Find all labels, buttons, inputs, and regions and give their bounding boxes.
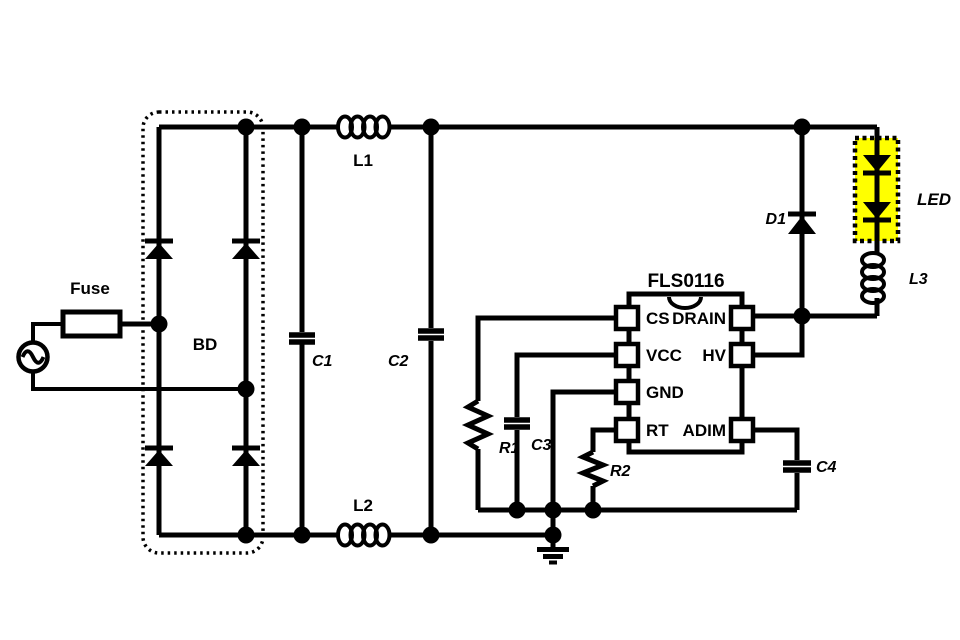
ic-notch-icon [667,296,703,310]
pin-cs-label: CS [646,309,670,328]
rt-wire [590,427,616,452]
inductor-l2-icon [336,522,392,548]
capacitor-c1-icon [289,332,315,345]
bridge-diode-lower-right-icon [232,445,260,466]
ac-source [16,322,246,391]
pin-hv-label: HV [702,346,726,365]
adim-network: C4 [753,427,837,510]
drain-node [753,313,877,358]
capacitor-c4-icon [783,460,811,473]
capacitor-c3-label: C3 [531,437,552,454]
ic-body [626,291,745,455]
resistor-r1-label: R1 [499,440,520,457]
adim-wire [753,427,800,460]
capacitor-c1-label: C1 [312,353,333,370]
capacitor-c2-label: C2 [388,353,409,370]
capacitor-c3-icon [504,417,530,430]
inductor-l3-label: L3 [909,271,928,288]
inductor-l1-icon [336,114,392,140]
pin-vcc [613,341,641,369]
led-diode-1-icon [863,155,891,176]
rt-network: R2 [576,427,631,510]
pin-rt [613,416,641,444]
capacitor-c1: C1 [289,127,333,535]
bridge-label: BD [193,335,218,354]
capacitor-c2-icon [418,328,444,341]
bridge-diode-upper-left-icon [145,238,173,259]
ic-fls0116: FLS0116 CS VCC GND RT DRAIN HV ADIM [613,271,756,455]
pin-cs [613,304,641,332]
pin-drain-label: DRAIN [672,309,726,328]
diode-d1: D1 [766,127,816,316]
inductor-l2-label: L2 [353,496,373,515]
resistor-r2-icon [576,449,610,489]
gnd-network [537,389,616,565]
bridge-diode-upper-right-icon [232,238,260,259]
led-branch: LED L3 [852,127,951,316]
vcc-wire [514,352,616,417]
ac-bottom-lead [31,371,246,391]
bridge-diode-lower-left-icon [145,445,173,466]
pin-adim [728,416,756,444]
capacitor-c4-label: C4 [816,459,837,476]
sine-wave-icon [20,349,46,365]
pin-adim-label: ADIM [683,421,726,440]
diode-d1-icon [788,211,816,234]
pin-gnd [613,378,641,406]
fuse-body [60,309,123,339]
ic-title: FLS0116 [647,271,724,292]
cs-wire [475,315,616,401]
junction-dots [150,118,811,544]
pin-hv [728,341,756,369]
diode-d1-label: D1 [766,211,787,228]
vcc-network: C3 [504,352,616,510]
fuse-label: Fuse [70,279,110,298]
gnd-wire [550,389,616,535]
ac-top-lead [31,322,63,343]
hv-wire [753,316,805,358]
pin-gnd-label: GND [646,383,684,402]
pin-vcc-label: VCC [646,346,682,365]
resistor-r1-icon [461,398,495,452]
pin-drain [728,304,756,332]
led-label: LED [917,190,951,209]
pin-rt-label: RT [646,421,669,440]
inductor-l1-label: L1 [353,151,373,170]
inductor-l3-icon [860,251,886,305]
led-diode-2-icon [863,202,891,223]
resistor-r2-label: R2 [610,463,631,480]
capacitor-c2: C2 [388,127,444,535]
cs-network: R1 [461,315,616,510]
